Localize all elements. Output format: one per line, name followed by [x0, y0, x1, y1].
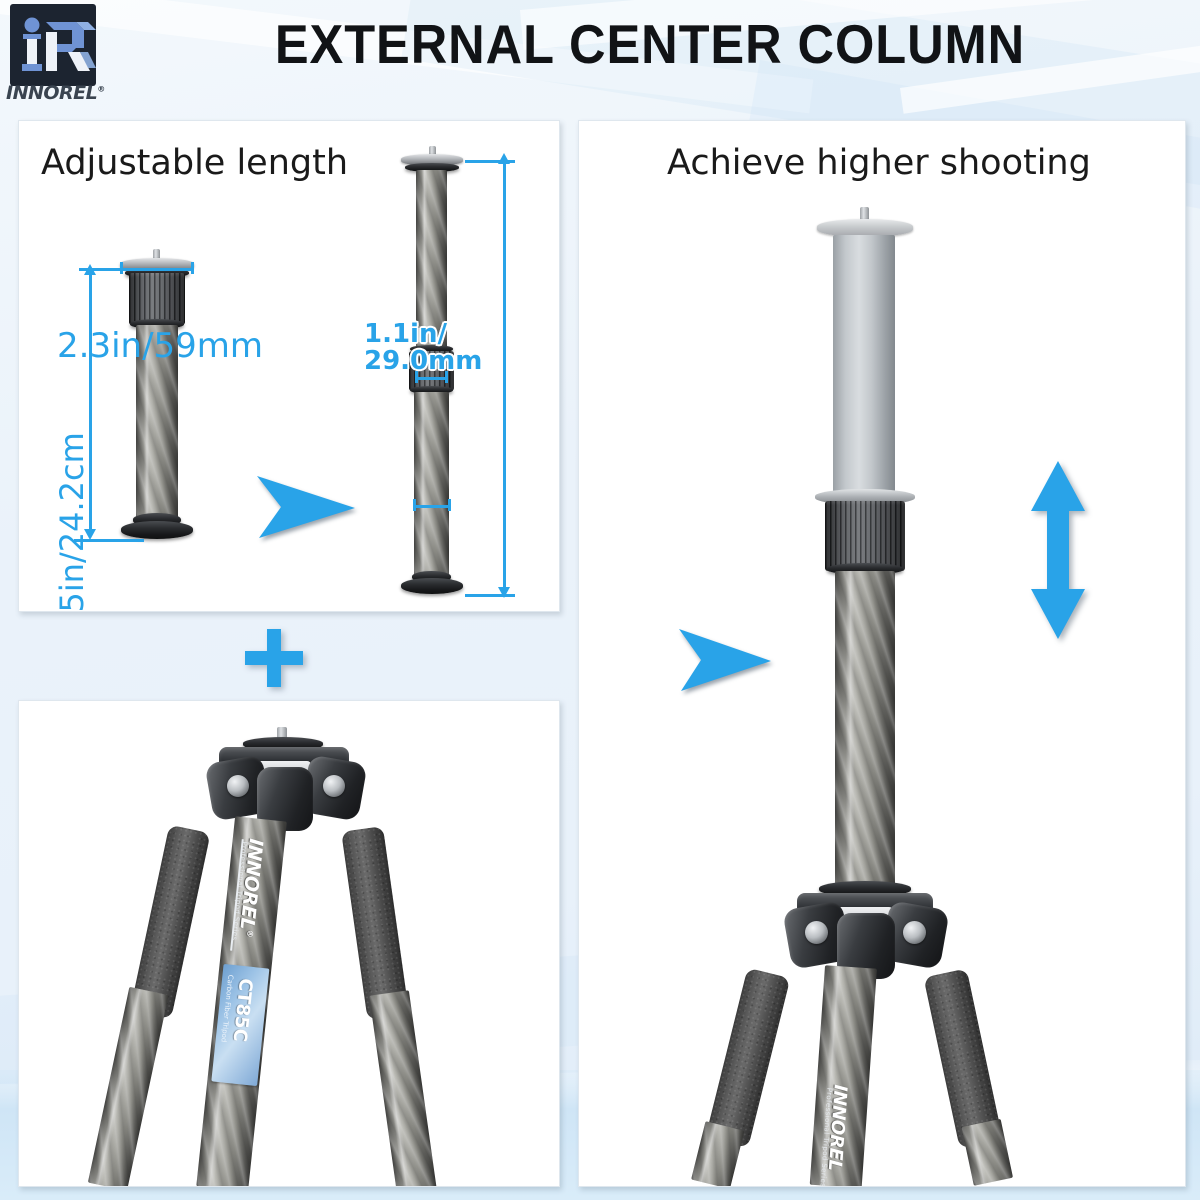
ext-column-mid-ring-bottom — [410, 386, 453, 394]
ext-column-upper-tube — [416, 170, 447, 348]
dim-ext-upper-width-tick-left — [415, 371, 418, 383]
logo-wordmark: INNOREL® — [6, 82, 105, 104]
panel-tripod-legs: INNOREL® Professional Tripod Series CT85… — [18, 700, 560, 1187]
arrow-right-icon — [673, 621, 777, 697]
dim-collapsed-width-tick-right — [191, 262, 194, 274]
tripod-leg-foam-grip-left — [705, 967, 791, 1149]
dim-extended-upper-diameter-line2: 29.0mm — [362, 346, 483, 377]
plus-icon — [243, 627, 305, 689]
brand-logo: INNOREL® — [6, 2, 105, 106]
dim-ext-height-top-leader — [465, 160, 515, 163]
arrow-right-icon — [251, 466, 361, 546]
ext-column-base-foot — [401, 578, 463, 594]
dim-ext-height-arrow-top — [498, 153, 510, 164]
column-carbon-tube — [136, 325, 178, 520]
dim-collapsed-height-arrow-top — [84, 264, 96, 275]
tripod-apex-screw — [277, 727, 287, 741]
dim-extended-upper-diameter: 1.1in/29.0mm — [362, 319, 483, 377]
tripod-leg-bolt-left — [227, 775, 249, 797]
ext-column-plate-underside — [405, 163, 459, 172]
dim-ext-upper-width-line — [415, 377, 448, 380]
dim-ext-upper-width-tick-right — [445, 371, 448, 383]
dim-collapsed-top-width: 2.3in/59mm — [57, 326, 264, 366]
raised-column-twist-lock — [825, 501, 905, 571]
tripod-leg-bolt-right — [323, 775, 345, 797]
panel-achieve-higher-shooting: Achieve higher shooting INNOREL Professi… — [578, 120, 1186, 1187]
column-mount-screw — [153, 249, 160, 261]
logo-registered-mark: ® — [97, 84, 105, 94]
raised-column-lower-tube — [835, 571, 895, 893]
dim-collapsed-height-arrow-bottom — [84, 529, 96, 540]
arrow-up-down-icon — [1027, 459, 1089, 641]
tripod-leg-bolt-left — [805, 921, 828, 944]
logo-monogram-icon — [22, 17, 96, 71]
tripod-leg-bolt-right — [903, 921, 926, 944]
column-base-foot — [121, 521, 193, 539]
heading-adjustable-length: Adjustable length — [41, 143, 349, 183]
tripod-leg-tube-right — [961, 1118, 1014, 1186]
dim-ext-height-bottom-leader — [465, 594, 515, 597]
column-twist-lock-collar — [129, 273, 185, 325]
dim-collapsed-width-line — [120, 268, 194, 271]
logo-wordmark-text: INNOREL — [6, 82, 98, 104]
dim-ext-lower-width-line — [413, 505, 451, 508]
page-header: INNOREL® EXTERNAL CENTER COLUMN — [0, 0, 1200, 108]
heading-achieve-higher-shooting: Achieve higher shooting — [667, 143, 1091, 183]
dim-ext-height-line — [503, 161, 506, 591]
dim-collapsed-height-line — [89, 271, 92, 533]
dim-collapsed-width-leader — [79, 268, 124, 271]
tripod-leg-tube-right — [369, 990, 437, 1186]
raised-column-top-plate — [817, 219, 913, 237]
dim-collapsed-height: 9.5in/24.2cm — [52, 432, 91, 612]
leg-brand-registered: ® — [244, 929, 255, 938]
logo-mark-icon — [10, 4, 96, 86]
tripod-leg-label-area: INNOREL® Professional Tripod Series CT85… — [196, 816, 287, 1186]
dim-ext-height-arrow-bottom — [498, 587, 510, 598]
tripod-leg-tube-left — [87, 986, 169, 1186]
dim-ext-lower-width-tick-right — [448, 499, 451, 511]
tripod-leg-label-area: INNOREL Professional Tripod Series — [810, 965, 877, 1186]
dim-collapsed-height-base-leader — [74, 539, 144, 542]
column-collar-base-ring — [130, 319, 184, 329]
ext-column-mid-ring-top — [410, 345, 453, 353]
tripod-leg-tube-left — [691, 1121, 745, 1186]
page-title: EXTERNAL CENTER COLUMN — [274, 13, 1026, 75]
dim-ext-lower-width-tick-left — [413, 499, 416, 511]
panel-adjustable-length: Adjustable length 2.3in/59mm 9.5in/24.2c… — [18, 120, 560, 612]
ext-column-mount-screw — [429, 146, 436, 157]
dim-extended-upper-diameter-line1: 1.1in/ — [363, 319, 449, 349]
ext-column-lower-tube — [414, 392, 449, 578]
raised-column-mount-screw — [860, 207, 869, 221]
raised-column-upper-tube — [833, 235, 895, 495]
